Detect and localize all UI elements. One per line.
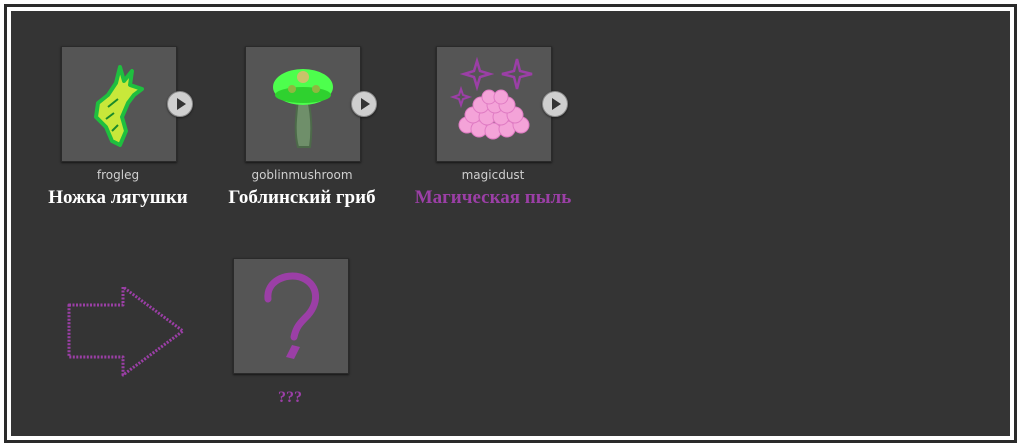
ingredient-slot-frogleg[interactable] xyxy=(61,46,177,162)
ingredient-slot-goblinmushroom[interactable] xyxy=(245,46,361,162)
ingredient-id: frogleg xyxy=(96,168,140,182)
play-button-frogleg[interactable] xyxy=(167,91,193,117)
play-button-magicdust[interactable] xyxy=(542,91,568,117)
arrow-right-icon xyxy=(67,285,185,377)
result-label: ??? xyxy=(278,389,302,406)
question-mark-icon xyxy=(264,272,319,359)
ingredient-name: Магическая пыль xyxy=(414,187,572,208)
ingredient-id: magicdust xyxy=(461,168,525,182)
ingredient-slot-magicdust[interactable] xyxy=(436,46,552,162)
recipe-panel: frogleg Ножка лягушки goblinmushroom Гоб… xyxy=(4,4,1017,443)
frog-leg-icon xyxy=(94,65,144,147)
mushroom-icon xyxy=(273,69,333,148)
ingredient-name: Ножка лягушки xyxy=(48,187,188,208)
magic-dust-icon xyxy=(449,56,533,140)
ingredient-name: Гоблинский гриб xyxy=(228,187,376,208)
ingredient-id: goblinmushroom xyxy=(251,168,353,182)
result-slot[interactable] xyxy=(233,258,349,374)
play-button-goblinmushroom[interactable] xyxy=(351,91,377,117)
